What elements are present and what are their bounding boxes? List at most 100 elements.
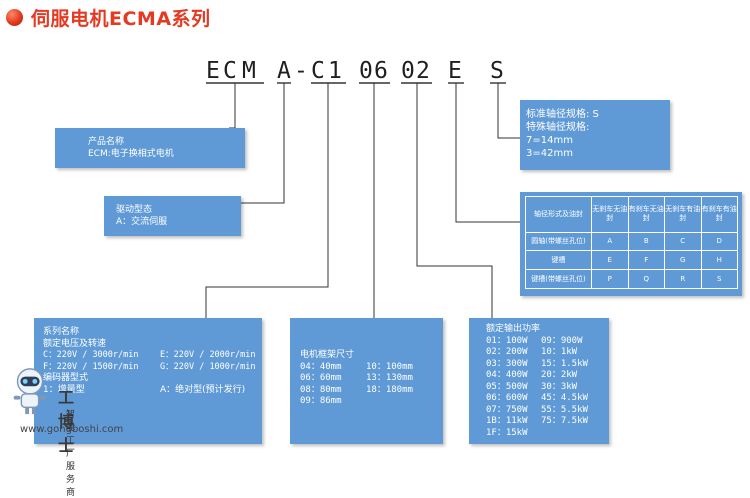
frame-13: 13：130mm [366, 373, 413, 383]
power-02: 02：200W [486, 347, 528, 357]
code-char-s: S [490, 58, 504, 84]
power-30: 30：3kW [541, 381, 578, 392]
options-row-label: 键槽(带螺丝孔位) [525, 269, 592, 289]
power-04: 04：400W [486, 370, 528, 380]
options-cell: S [700, 269, 738, 289]
code-char-c2: C [311, 58, 325, 84]
options-cell: E [591, 250, 629, 271]
code-char-m: M [242, 58, 256, 84]
options-cell: R [664, 269, 702, 289]
series-sub: 额定电压及转速 [43, 338, 107, 349]
power-10: 10：1kW [541, 347, 578, 357]
power-20: 20：2kW [541, 370, 578, 380]
series-rate-f: F：220V / 1500r/min [43, 361, 139, 372]
frame-heading: 电机框架尺寸 [300, 350, 355, 360]
encoder-heading: 编码器型式 [43, 373, 89, 383]
power-15: 15：1.5kW [541, 358, 588, 369]
options-header-2: 有刹车无油封 [627, 196, 665, 233]
page-title: 伺服电机ECMA系列 [31, 8, 211, 30]
power-1b: 1B：11kW [486, 416, 528, 426]
shaft-spec-box: 标准轴径规格: S 特殊轴径规格: 7=14mm 3=42mm [520, 100, 670, 170]
connector-product [229, 83, 236, 129]
power-1f: 1F：15kW [486, 427, 528, 438]
encoder-absolute: A：绝对型(预计发行) [160, 384, 246, 395]
code-char-2: 2 [416, 58, 430, 84]
series-heading: 系列名称 [43, 327, 80, 337]
frame-04: 04：40mm [300, 361, 342, 372]
shaft-spec-line-4: 3=42mm [526, 148, 573, 159]
code-char-c1: C [223, 58, 237, 84]
options-cell: F [627, 250, 665, 271]
options-row: 圆轴(带螺丝孔位) A B C D [525, 231, 738, 252]
options-row: 键槽 E F G H [525, 250, 738, 271]
frame-18: 18：180mm [366, 384, 413, 395]
series-rate-g: G：220V / 1000r/min [160, 361, 256, 372]
options-cell: A [591, 231, 629, 252]
power-75: 75：7.5kW [541, 416, 588, 426]
code-char-6: 6 [374, 58, 388, 84]
power-heading: 额定输出功率 [486, 324, 541, 334]
apple-bullet-icon [6, 9, 23, 26]
options-cell: C [664, 231, 702, 252]
code-char-e1: E [206, 58, 220, 84]
robot-mascot-icon [13, 368, 47, 415]
shaft-spec-line-1: 标准轴径规格: S [526, 109, 599, 120]
product-name-text: ECM:电子换相式电机 [88, 148, 174, 159]
power-05: 05：500W [486, 381, 528, 392]
product-name-heading: 产品名称 [88, 137, 125, 147]
options-cell: P [591, 269, 629, 289]
options-header-row: 轴径形式及油封 无刹车无油封 有刹车无油封 无刹车有油封 有刹车有油封 [525, 196, 738, 233]
connector-drive [241, 83, 285, 204]
code-char-0a: 0 [359, 58, 373, 84]
drive-type-text: A：交流伺服 [116, 216, 168, 227]
power-09: 09：900W [541, 335, 583, 346]
power-01: 01：100W [486, 335, 528, 346]
options-header-3: 无刹车有油封 [664, 196, 702, 233]
frame-08: 08：80mm [300, 384, 342, 395]
shaft-spec-line-3: 7=14mm [526, 135, 573, 146]
drive-type-heading: 驱动型态 [116, 205, 153, 215]
power-03: 03：300W [486, 358, 528, 369]
title-bar: 伺服电机ECMA系列 [6, 4, 211, 31]
options-header-1: 无刹车无油封 [591, 196, 629, 233]
options-cell: H [700, 250, 738, 271]
frame-06: 06：60mm [300, 373, 342, 383]
shaft-spec-line-2: 特殊轴径规格: [526, 122, 590, 133]
watermark-sub: 智能工厂服务商 [66, 410, 76, 498]
code-char-1: 1 [328, 58, 342, 84]
options-row-label: 键槽 [525, 250, 592, 271]
code-char-e2: E [448, 58, 462, 84]
options-cell: G [664, 250, 702, 271]
power-45: 45：4.5kW [541, 393, 588, 403]
code-char-a: A [277, 58, 291, 84]
code-char-dash: - [294, 58, 308, 84]
product-name-box: 产品名称 ECM:电子换相式电机 [55, 128, 245, 168]
options-table: 轴径形式及油封 无刹车无油封 有刹车无油封 无刹车有油封 有刹车有油封 圆轴(带… [525, 196, 738, 289]
watermark-url: www.gongboshi.com [20, 424, 124, 435]
frame-10: 10：100mm [366, 361, 413, 372]
options-row-label: 圆轴(带螺丝孔位) [525, 231, 592, 252]
connector-power [416, 83, 493, 318]
connector-options [455, 83, 520, 223]
power-55: 55：5.5kW [541, 404, 588, 415]
power-06: 06：600W [486, 393, 528, 403]
drive-type-box: 驱动型态 A：交流伺服 [104, 196, 241, 236]
frame-size-box: 电机框架尺寸 04：40mm 10：100mm 06：60mm 13：130mm 0… [290, 318, 443, 444]
options-row: 键槽(带螺丝孔位) P Q R S [525, 269, 738, 289]
frame-09: 09：86mm [300, 396, 342, 406]
connector-shaft [497, 83, 520, 139]
power-07: 07：750W [486, 404, 528, 415]
options-cell: Q [627, 269, 665, 289]
power-box: 额定输出功率 01：100W 09：900W 02：200W 10：1kW 03：3… [469, 318, 609, 444]
options-header-4: 有刹车有油封 [700, 196, 738, 233]
connector-lines [205, 82, 520, 318]
code-char-0b: 0 [401, 58, 415, 84]
series-rate-c: C：220V / 3000r/min [43, 350, 139, 360]
options-cell: D [700, 231, 738, 252]
options-header-0: 轴径形式及油封 [525, 196, 592, 233]
encoder-incremental: 1：增量型 [43, 384, 85, 395]
series-rate-e: E：220V / 2000r/min [160, 350, 256, 360]
connector-series [205, 83, 329, 318]
series-box: 系列名称 额定电压及转速 C：220V / 3000r/min E：220V /… [34, 318, 262, 444]
options-cell: B [627, 231, 665, 252]
